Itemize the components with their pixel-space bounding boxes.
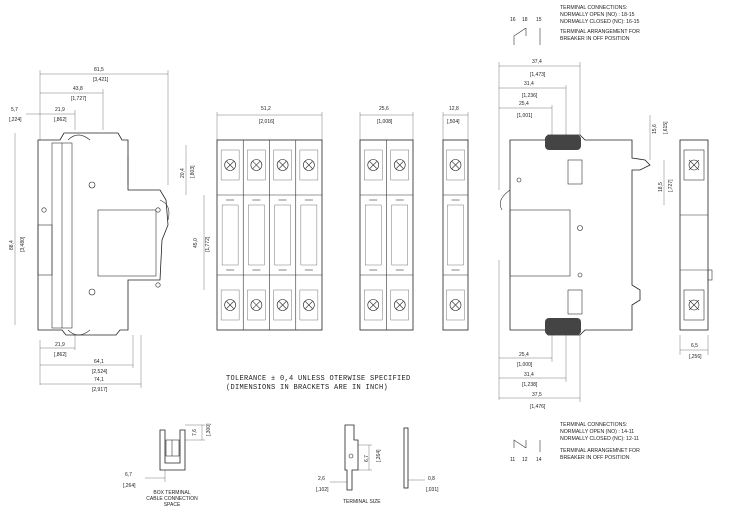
pin-18: 18 <box>522 17 528 23</box>
dim-25-4-inch: [1,001] <box>517 113 533 119</box>
dim-74-1-inch: [2,917] <box>92 387 108 393</box>
pin-16: 16 <box>510 17 516 23</box>
dim-b-31-4-inch: [1,238] <box>522 382 538 388</box>
dim-21-9-inch: [,862] <box>54 117 67 123</box>
pin-11: 11 <box>510 457 515 463</box>
dim-12-8: 12,8 <box>449 106 459 112</box>
aux-front-view: 6,5 [,256] <box>679 139 713 360</box>
dim-2-6: 2,6 <box>318 476 325 482</box>
dim-31-4: 31,4 <box>524 81 534 87</box>
dim-25-6-inch: [1,008] <box>377 119 393 125</box>
dim-64-1-inch: [2,524] <box>92 369 108 375</box>
dim-b-31-4: 31,4 <box>524 372 534 378</box>
top-arrangement-2: BREAKER IN OFF POSITION <box>560 36 630 42</box>
dim-45-0: 45,0 <box>193 238 199 248</box>
pin-12: 12 <box>522 457 528 463</box>
terminal-size-detail: 6,7 [,264] 2,6 [,102] 0,8 [,031] TERMINA… <box>316 424 439 505</box>
dim-20-4: 20,4 <box>180 168 186 178</box>
dim-b-37-5-inch: [1,476] <box>530 404 546 410</box>
dim-b-21-9: 21,9 <box>55 342 65 348</box>
box-caption-1: BOX TERMINAL <box>153 490 190 496</box>
bottom-arrangement-1: TERMINAL ARRANGEMNET FOR <box>560 448 640 454</box>
dim-20-4-inch: [,803] <box>190 165 196 178</box>
dim-37-4-inch: [1,473] <box>530 72 546 78</box>
aux-contact-view: 37,4 [1,473] 31,4 [1,236] 25,4 [1,001] 1… <box>498 59 674 410</box>
dim-2-6-inch: [,102] <box>316 487 329 493</box>
dim-45-0-inch: [1,772] <box>205 236 211 252</box>
bottom-arrangement-2: BREAKER IN OFF POSITION <box>560 455 630 461</box>
dim-5-7: 5,7 <box>11 107 18 113</box>
breaker-poles <box>216 139 469 331</box>
top-arrangement-1: TERMINAL ARRANGEMENT FOR <box>560 29 640 35</box>
dim-51-2: 51,2 <box>261 106 271 112</box>
dim-0-8-inch: [,031] <box>426 487 439 493</box>
dim-7-6-inch: [,300] <box>206 423 212 436</box>
dim-b-21-9-inch: [,862] <box>54 352 67 358</box>
front-view-2-pole: 25,6 [1,008] <box>359 106 414 140</box>
terminal-diagram-bottom: 11 12 14 TERMINAL CONNECTIONS: NORMALLY … <box>510 422 640 463</box>
dim-0-8: 0,8 <box>428 476 435 482</box>
dim-6-7: 6,7 <box>125 472 132 478</box>
dim-25-4: 25,4 <box>519 101 529 107</box>
dim-64-1: 64,1 <box>94 359 104 365</box>
dim-81-5-inch: [3,421] <box>93 77 109 83</box>
dim-74-1: 74,1 <box>94 377 104 383</box>
dim-37-4: 37,4 <box>532 59 542 65</box>
dim-t-6-7-inch: [,264] <box>376 449 382 462</box>
tolerance-note: TOLERANCE ± 0,4 UNLESS OTERWISE SPECIFIE… <box>226 375 411 383</box>
box-caption-2: CABLE CONNECTION <box>146 496 198 502</box>
dim-88-4-inch: [3,480] <box>20 236 26 252</box>
bottom-terminal-title: TERMINAL CONNECTIONS: <box>560 422 627 428</box>
dim-15-6: 15,6 <box>652 124 658 134</box>
dim-43-8: 43,8 <box>73 86 83 92</box>
dim-25-6: 25,6 <box>379 106 389 112</box>
dim-b-25-4: 25,4 <box>519 352 529 358</box>
pin-15: 15 <box>536 17 542 23</box>
dim-6-5: 6,5 <box>691 343 698 349</box>
dim-15-6-inch: [,615] <box>663 121 669 134</box>
bottom-terminal-no: NORMALLY OPEN (NO) : 14-11 <box>560 429 634 435</box>
dim-18-5-inch: [,727] <box>668 179 674 192</box>
front-view-4-pole: 51,2 [2,016] <box>216 106 323 140</box>
box-caption-3: SPACE <box>164 502 181 508</box>
pole-housing <box>442 139 469 331</box>
bottom-terminal-nc: NORMALLY CLOSED (NC): 12-11 <box>560 436 639 442</box>
dim-51-2-inch: [2,016] <box>259 119 275 125</box>
dim-31-4-inch: [1,236] <box>522 93 538 99</box>
dim-b-37-5: 37,5 <box>532 392 542 398</box>
dim-43-8-inch: [1,727] <box>71 96 87 102</box>
dim-7-6: 7,6 <box>192 429 198 436</box>
inch-note: (DIMENSIONS IN BRACKETS ARE IN INCH) <box>226 384 388 392</box>
dim-21-9: 21,9 <box>55 107 65 113</box>
top-terminal-no: NORMALLY OPEN (NO) : 18-15 <box>560 12 635 18</box>
dim-5-7-inch: [,224] <box>9 117 22 123</box>
dim-81-5: 81,5 <box>94 67 104 73</box>
top-terminal-nc: NORMALLY CLOSED (NC): 16-15 <box>560 19 639 25</box>
front-view-1-pole: 12,8 [,504] <box>442 106 469 140</box>
dim-6-7-inch: [,264] <box>123 483 136 489</box>
top-terminal-title: TERMINAL CONNECTIONS: <box>560 5 627 11</box>
dim-6-5-inch: [,256] <box>689 354 702 360</box>
dim-b-25-4-inch: [1,000] <box>517 362 533 368</box>
pin-14: 14 <box>536 457 542 463</box>
side-view: 81,5 [3,421] 43,8 [1,727] 21,9 [,862] 5,… <box>9 67 211 393</box>
box-terminal-detail: 7,6 [,300] 6,7 [,264] BOX TERMINAL CABLE… <box>123 423 212 508</box>
dim-18-5: 18,5 <box>658 182 664 192</box>
dim-t-6-7: 6,7 <box>364 455 370 462</box>
terminal-diagram-top: 16 18 15 TERMINAL CONNECTIONS: NORMALLY … <box>510 5 640 45</box>
terminal-size-label: TERMINAL SIZE <box>343 499 381 505</box>
dim-12-8-inch: [,504] <box>447 119 460 125</box>
dim-88-4: 88,4 <box>9 240 15 250</box>
